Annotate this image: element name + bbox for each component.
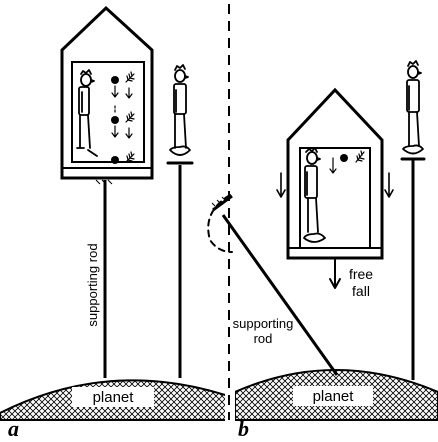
ball-a-2: [111, 116, 119, 124]
house-b-arrow-right: [384, 172, 394, 198]
house-b: [286, 87, 384, 260]
man-in-house-b: [303, 147, 326, 243]
house-a: [60, 5, 154, 185]
man-on-rod-a: [166, 64, 194, 165]
panel-label-b: b: [238, 416, 249, 441]
planet-label-bg-a: [72, 387, 154, 407]
hinge-plate-b: [212, 194, 233, 212]
planet-label-b: planet: [313, 388, 355, 405]
supporting-rod-label-b-line2: rod: [254, 331, 273, 346]
man-in-house-a: [76, 69, 98, 157]
panel-b: planet supporting rod: [207, 60, 438, 441]
ball-a-3: [111, 156, 119, 164]
feather-a-2: [125, 111, 135, 123]
supporting-rod-label-a: supporting rod: [85, 243, 100, 326]
falling-feather-sequence-a: [125, 71, 135, 163]
man-on-rod-b: [400, 60, 426, 161]
free-fall-arrow: [329, 259, 341, 289]
house-b-arrow-left: [276, 172, 286, 198]
falling-ball-sequence-a: [111, 76, 119, 164]
panel-label-a: a: [8, 416, 19, 441]
planet-label-bg-b: [293, 386, 373, 406]
feather-b: [355, 150, 365, 163]
panel-a: planet supporting rod: [0, 5, 225, 441]
supporting-rod-label-b-line1: supporting: [233, 316, 294, 331]
planet-label-a: planet: [93, 389, 135, 406]
ball-a-1: [111, 76, 119, 84]
free-fall-label-line2: fall: [352, 283, 370, 299]
feather-a-3: [125, 151, 135, 163]
supporting-rod-b: [221, 214, 339, 376]
ball-b: [340, 154, 348, 162]
feather-a-1: [125, 71, 135, 83]
free-fall-label-line1: free: [349, 266, 373, 282]
